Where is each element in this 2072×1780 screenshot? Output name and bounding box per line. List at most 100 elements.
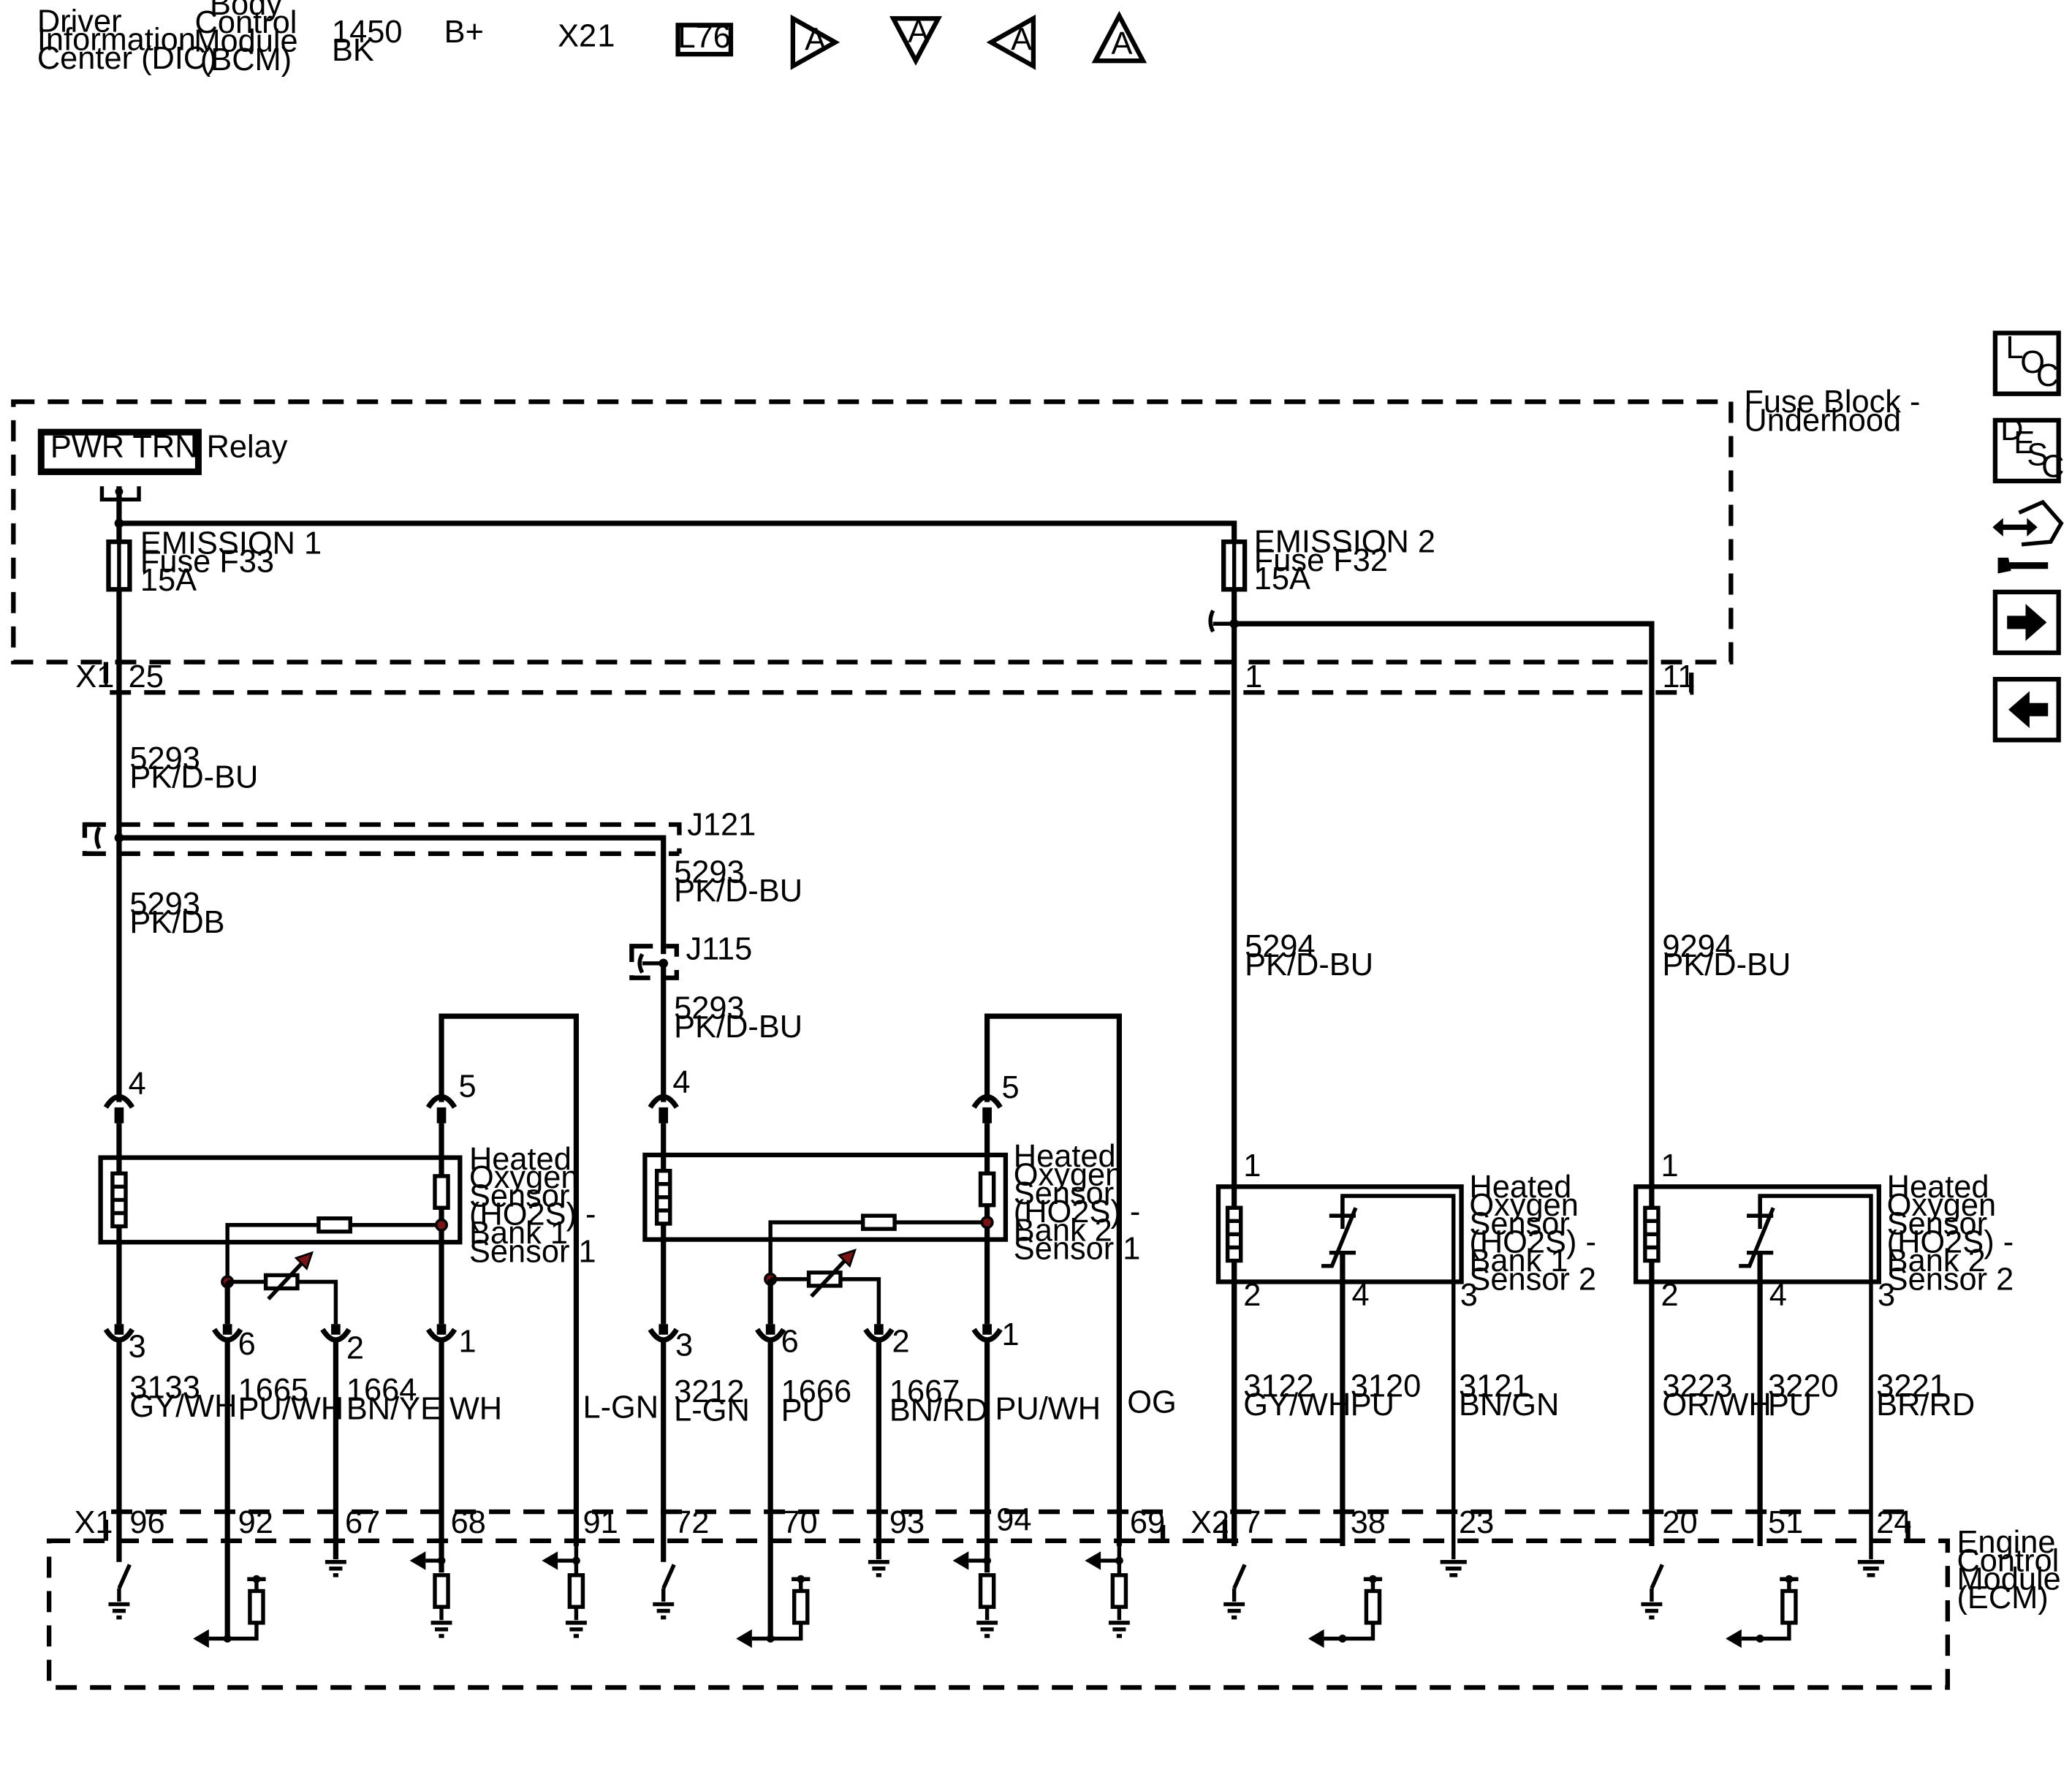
b2s2-pin-4: 4: [1769, 1278, 1787, 1313]
circuit-1665-num: 1665: [238, 1373, 309, 1408]
fuse2-name: EMISSION 2: [1254, 525, 1435, 560]
fuse1-id: Fuse F33: [140, 545, 274, 580]
heater-feedback-68: [409, 1551, 452, 1638]
ecm-x2: X2: [1191, 1505, 1229, 1540]
b2s1-label-4: (HO2S) -: [1014, 1194, 1140, 1230]
ecm-pin-20: 20: [1662, 1505, 1697, 1540]
circuit-puwh-color: PU/WH: [995, 1391, 1101, 1426]
fuse-block-label-1: Fuse Block -: [1744, 385, 1920, 420]
ecm-pin-24: 24: [1876, 1505, 1911, 1540]
legend-dic-3: Center (DIC): [37, 41, 217, 76]
b2s2-label-5: Bank 2: [1887, 1243, 1986, 1279]
wire-5293-pkdb-num: 5293: [129, 887, 200, 922]
connector-service-icon[interactable]: [1992, 499, 2064, 574]
b1s2-pin-2: 2: [1243, 1278, 1261, 1313]
legend-pin: 1: [597, 18, 615, 53]
circuit-3220-num: 3220: [1768, 1369, 1839, 1404]
fuse2-rating: 15A: [1254, 561, 1310, 597]
splice-j121: J121: [82, 807, 756, 955]
b2s2-label-2: Oxygen: [1887, 1188, 1996, 1223]
arrow-left-icon: [2008, 691, 2049, 729]
b1s1-label-3: Sensor: [469, 1178, 569, 1213]
option-code-box: [675, 23, 734, 57]
b1s2-label-6: Sensor 2: [1469, 1262, 1596, 1297]
ho2s-bank1-sensor1: 4 5 Heated Oxygen Sensor (HO2S) - Bank 1…: [98, 1067, 596, 1366]
ecm-pin-51: 51: [1768, 1505, 1803, 1540]
wire-5294-num: 5294: [1245, 929, 1316, 964]
svg-text:S: S: [2027, 437, 2048, 472]
svg-text:L: L: [2005, 330, 2023, 366]
ecm-connector-x2: [1222, 1509, 1910, 1541]
circuit-3133-num: 3133: [129, 1371, 200, 1406]
svg-text:A: A: [805, 23, 826, 58]
ecm-pin-67: 67: [345, 1505, 380, 1540]
circuit-3121-num: 3121: [1459, 1369, 1529, 1404]
heater-feedback-91: [542, 1546, 587, 1638]
ho2s-bank2-sensor1: 4 5 Heated Oxygen Sensor (HO2S) - Bank 2…: [642, 1065, 1140, 1363]
ecm-pin-68: 68: [451, 1505, 486, 1540]
previous-page-button[interactable]: [1992, 677, 2061, 743]
heater-feedback-69: [1085, 1546, 1130, 1638]
circuit-3221-color: BR/RD: [1876, 1387, 1975, 1423]
ho2s-bank1-sensor2: 1 2 4 3 Heated Oxygen Sensor (HO2S) - Ba…: [1215, 1148, 1596, 1547]
legend-dic-1: Driver: [37, 4, 122, 39]
ecm-pin-23: 23: [1459, 1505, 1494, 1540]
legend-dic-2: Information: [37, 23, 196, 58]
arrow-right-icon: [2007, 604, 2047, 641]
circuit-lgn-color: L-GN: [582, 1390, 659, 1425]
circuit-3223-num: 3223: [1662, 1369, 1733, 1404]
b2s1-pin-2: 2: [892, 1324, 909, 1359]
circuit-3120-color: PU: [1351, 1387, 1394, 1423]
ecm-pin-92: 92: [238, 1505, 273, 1540]
svg-text:O: O: [2020, 345, 2045, 380]
fuse-block-pin-1: 1: [1245, 659, 1262, 694]
ecm-pin-93: 93: [889, 1505, 925, 1540]
fuse-block-x1: X1: [75, 659, 114, 694]
b2s1-label-1: Heated: [1014, 1139, 1116, 1174]
b1s2-pin-1: 1: [1243, 1148, 1261, 1183]
b1s1-label-5: Bank 1: [469, 1216, 568, 1251]
legend-bcm-3: Module: [194, 24, 297, 59]
wire-5293-pkdb-color: PK/DB: [129, 905, 224, 940]
b2s1-pin-4: 4: [672, 1065, 690, 1100]
wire-9294-color: PK/D-BU: [1662, 947, 1791, 982]
fuse-f32: EMISSION 2 Fuse F32 15A: [1221, 525, 1435, 597]
arrow-up-symbol-icon: A: [1091, 10, 1147, 64]
engine-control-module: X1 X2 96 92 67 68 91 72 70 93 94 69 7 38…: [46, 1502, 2061, 1690]
b1s2-label-5: Bank 1: [1469, 1243, 1568, 1279]
ecm-label-3: Module: [1957, 1562, 2060, 1597]
ecm-pin-91: 91: [582, 1505, 618, 1540]
splice-j121-label: J121: [687, 807, 756, 842]
heater-driver-b2s2: [1641, 1564, 1664, 1620]
circuit-1667-num: 1667: [889, 1374, 960, 1409]
circuit-3122-num: 3122: [1243, 1369, 1314, 1404]
ecm-x1: X1: [74, 1505, 113, 1540]
fuse1-rating: 15A: [140, 563, 197, 598]
ecm-feed-wires: [116, 1340, 990, 1639]
circuit-3212-color: L-GN: [674, 1393, 750, 1428]
circuit-3223-color: OR/WH: [1662, 1387, 1771, 1423]
ecm-pin-70: 70: [782, 1505, 817, 1540]
fuse-block-underhood: Fuse Block - Underhood PWR TRN Relay EMI…: [11, 385, 1920, 1547]
location-button[interactable]: L O C: [1992, 330, 2061, 396]
bus-wire: [118, 520, 1237, 542]
b1s1-pin-5: 5: [459, 1069, 477, 1104]
legend-connector: X2: [558, 18, 596, 53]
wire-5293-low-num: 5293: [674, 991, 745, 1026]
wire-9294-num: 9294: [1662, 929, 1733, 964]
fuse-block-label-2: Underhood: [1744, 403, 1901, 438]
heater-driver-b1s2: [1223, 1564, 1247, 1620]
next-page-button[interactable]: [1992, 589, 2061, 656]
circuit-3212-num: 3212: [674, 1374, 745, 1409]
legend-circuit-color: BK: [332, 33, 374, 68]
ecm-label-4: (ECM): [1957, 1580, 2048, 1616]
b1s2-label-4: (HO2S) -: [1469, 1225, 1595, 1260]
fuse1-name: EMISSION 1: [140, 526, 322, 561]
signal-input-b1s2: [1308, 1575, 1383, 1648]
description-button[interactable]: D E S C: [1992, 412, 2065, 485]
fuse2-id: Fuse F32: [1254, 543, 1388, 578]
circuit-3220-color: PU: [1768, 1387, 1812, 1423]
legend-option-code: L76: [678, 20, 731, 55]
b1s2-label-1: Heated: [1469, 1170, 1571, 1205]
